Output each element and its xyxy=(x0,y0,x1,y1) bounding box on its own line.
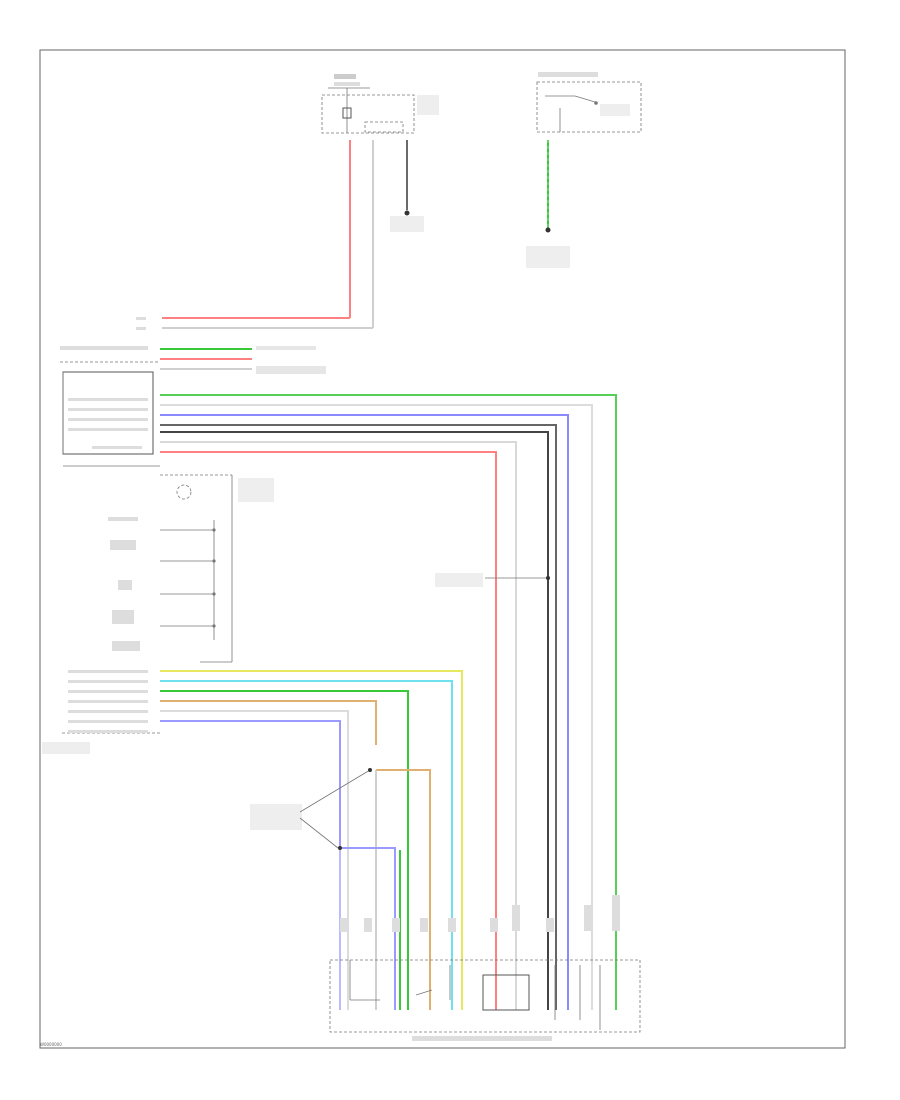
switch-module-outline xyxy=(536,81,642,133)
serial-data-label-smudge xyxy=(256,346,316,350)
switch-blade xyxy=(574,95,596,103)
connector-housing xyxy=(364,121,404,133)
bottom-switch-blade xyxy=(415,989,433,996)
wire-green-lower xyxy=(160,690,409,1010)
wire-tan-lower xyxy=(160,700,377,745)
wire-black-1 xyxy=(160,431,549,1010)
fuse-symbol xyxy=(342,107,352,119)
splice-point xyxy=(546,576,550,580)
controller-label-smudge xyxy=(42,742,90,754)
fuse-block-note-smudge xyxy=(417,95,439,115)
upper-wire-bus xyxy=(160,394,617,1010)
wire-gray-upper-2 xyxy=(160,441,517,1010)
ground-label-smudge-2 xyxy=(390,216,424,232)
wire-yellow-lower xyxy=(160,670,463,1010)
ground-note-smudge xyxy=(256,366,326,374)
bottom-component-outline xyxy=(329,959,641,1033)
wire-blue-lower xyxy=(160,720,341,848)
diagram-frame xyxy=(39,49,846,1049)
bottom-component-title-smudge xyxy=(412,1036,552,1041)
motor-actuator-box xyxy=(482,974,530,1011)
wire-blue-upper xyxy=(160,414,569,1010)
switch-pivot xyxy=(594,101,598,105)
wire-gray-upper xyxy=(160,404,593,1010)
lower-wire-bus xyxy=(160,670,463,1010)
wire-gray-lower xyxy=(160,710,349,1010)
switch-module-title-smudge xyxy=(538,72,598,77)
controller-pin-labels-lower xyxy=(68,670,148,733)
splice-leader-1 xyxy=(299,769,371,813)
controller-inner-block xyxy=(62,371,154,455)
bottom-connector-component xyxy=(329,959,641,1041)
diagram-code: W0000000 xyxy=(40,1042,62,1047)
ground-point xyxy=(545,227,551,233)
switch-module-note-smudge xyxy=(600,104,630,116)
splice-point-2 xyxy=(338,846,342,850)
ground-label-smudge xyxy=(526,246,570,268)
controller-pin-labels-upper xyxy=(60,317,148,449)
fuse-block-outline xyxy=(321,94,415,134)
ground-point-2 xyxy=(404,210,410,216)
fuse-block-component xyxy=(321,74,439,134)
wire-tan-to-connector xyxy=(376,769,431,1010)
switch-panel-label-smudge xyxy=(238,478,274,502)
wire-pink-upper xyxy=(160,451,497,1010)
splice-point-1 xyxy=(368,768,372,772)
wire-green-upper xyxy=(160,394,617,1010)
fuse-block-subtitle-smudge xyxy=(334,82,360,86)
switch-panel-indicator xyxy=(176,484,192,500)
wire-blue-to-connector xyxy=(340,847,396,1010)
splice-leader-2 xyxy=(299,817,339,849)
connector-pin-smudges xyxy=(340,895,620,932)
splice-pack-label-smudge xyxy=(250,804,302,830)
wire-cyan-lower xyxy=(160,680,453,1010)
wire-darkgray-1 xyxy=(160,424,557,1010)
switch-module-component xyxy=(536,72,642,133)
splice-label-smudge xyxy=(435,573,483,587)
switch-panel xyxy=(108,474,274,663)
fuse-block-title-smudge xyxy=(334,74,356,79)
